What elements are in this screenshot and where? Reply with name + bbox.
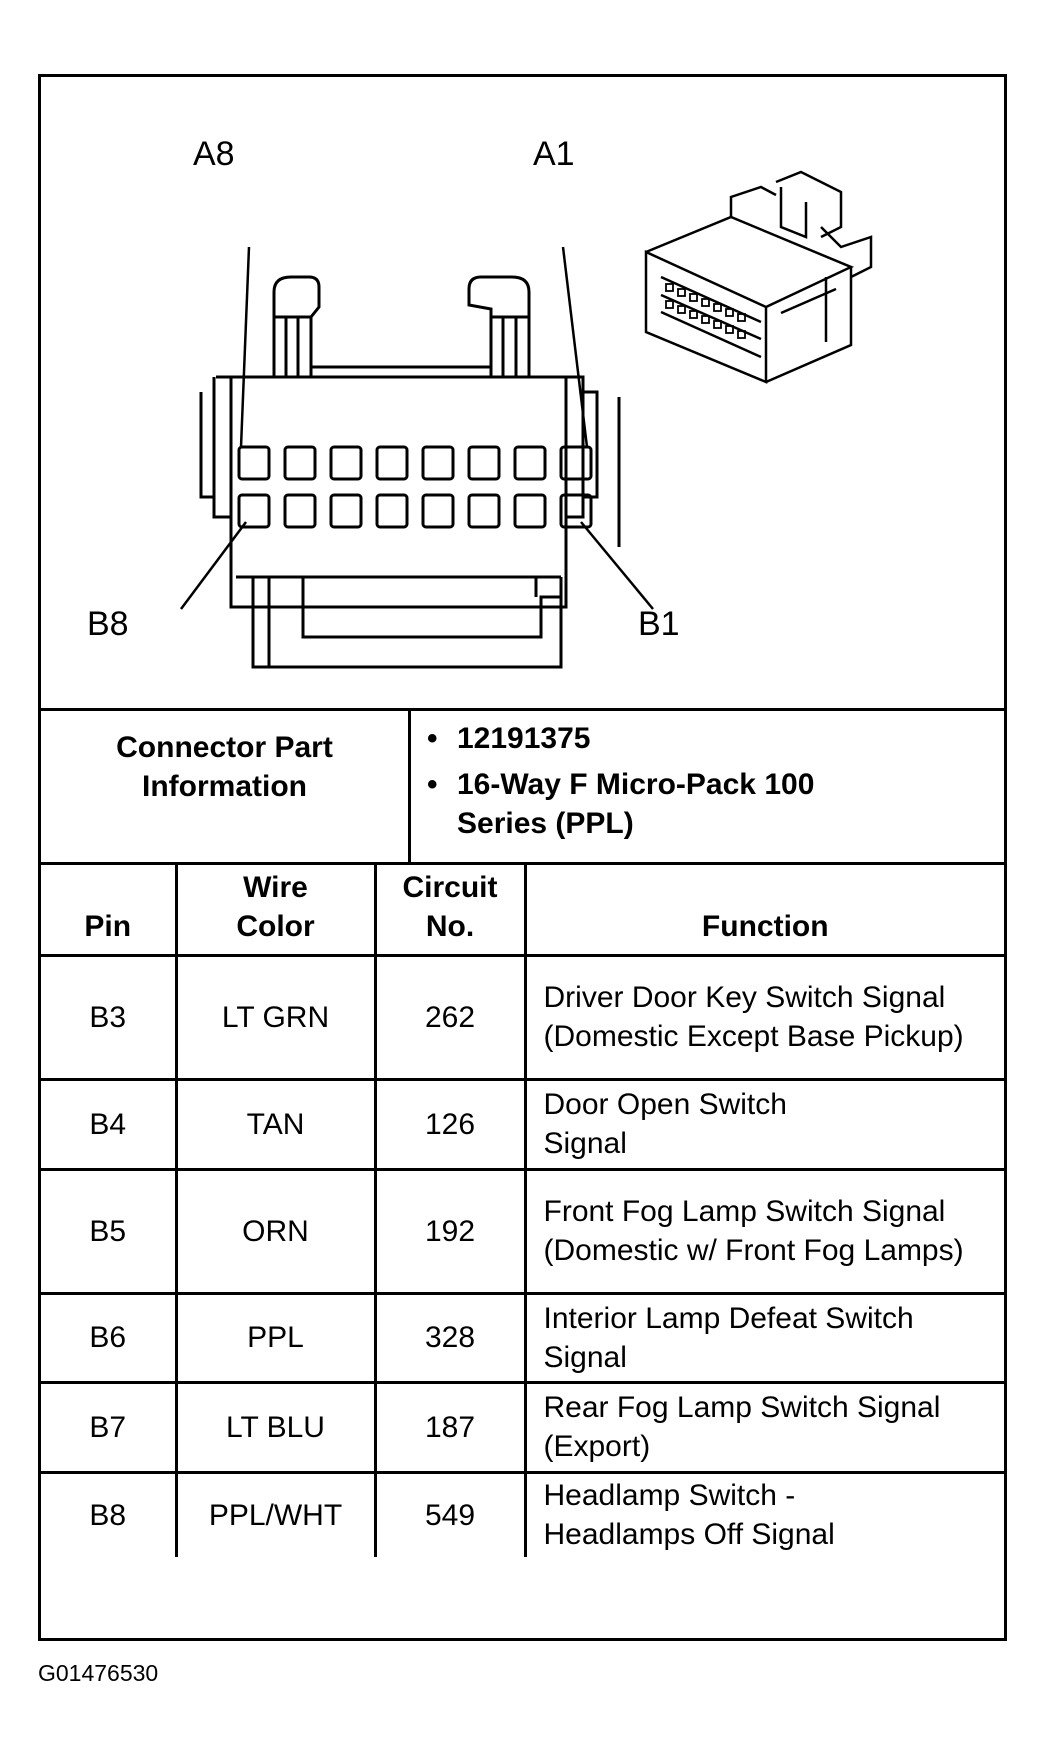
connector-face-drawing (179, 170, 873, 669)
wire-color-cell: TAN (174, 1077, 377, 1171)
pin-cell: B7 (41, 1380, 178, 1474)
part-number: 12191375 (457, 722, 591, 755)
header-wire-color: Wire Color (174, 865, 377, 957)
housing-outline (229, 375, 568, 609)
circuit-cell: 126 (373, 1077, 527, 1171)
info-label-text: Connector Part Information (116, 730, 333, 803)
reference-code: G01476530 (38, 1660, 159, 1686)
table-row: B5 ORN 192 Front Fog Lamp Switch Signal … (41, 1167, 1004, 1295)
circuit-cell: 328 (373, 1291, 527, 1384)
label-b1: B1 (638, 605, 680, 643)
wire-color-cell: PPL (174, 1291, 377, 1384)
header-function: Function (523, 865, 1004, 957)
table-header-row: Pin Wire Color Circuit No. Function (41, 865, 1004, 957)
table-row: B7 LT BLU 187 Rear Fog Lamp Switch Signa… (41, 1380, 1004, 1474)
pin-cavities (237, 445, 593, 529)
label-b8: B8 (87, 605, 129, 643)
info-values: • 12191375 • 16-Way F Micro-Pack 100 Ser… (411, 711, 1004, 862)
pin-cell: B3 (41, 953, 178, 1081)
table-row: B4 TAN 126 Door Open Switch Signal (41, 1077, 1004, 1171)
pin-cell: B8 (41, 1470, 178, 1557)
function-cell: Door Open Switch Signal (523, 1077, 1004, 1171)
function-cell: Interior Lamp Defeat Switch Signal (523, 1291, 1004, 1384)
connector-sheet: A8 A1 B8 B1 Connector Part Information •… (38, 74, 1007, 1641)
function-cell: Rear Fog Lamp Switch Signal (Export) (523, 1380, 1004, 1474)
table-row: B3 LT GRN 262 Driver Door Key Switch Sig… (41, 953, 1004, 1081)
connector-diagram: A8 A1 B8 B1 (41, 77, 1004, 711)
circuit-cell: 192 (373, 1167, 527, 1295)
circuit-cell: 549 (373, 1470, 527, 1557)
table-row: B6 PPL 328 Interior Lamp Defeat Switch S… (41, 1291, 1004, 1384)
pin-table: Pin Wire Color Circuit No. Function B3 L… (41, 865, 1004, 1557)
bullet-icon: • (427, 722, 438, 755)
wire-color-cell: LT BLU (174, 1380, 377, 1474)
right-latch (467, 275, 531, 377)
leader-a8 (239, 246, 251, 448)
pin-cell: B4 (41, 1077, 178, 1171)
connector-isometric-sketch (644, 170, 873, 384)
circuit-cell: 262 (373, 953, 527, 1081)
header-pin: Pin (41, 865, 178, 957)
connector-type: 16-Way F Micro-Pack 100 Series (PPL) (457, 768, 815, 840)
header-circuit-no: Circuit No. (373, 865, 527, 957)
leader-b8 (179, 521, 248, 610)
connector-part-information: Connector Part Information • 12191375 • … (41, 711, 1004, 865)
info-item: • 16-Way F Micro-Pack 100 Series (PPL) (427, 765, 877, 843)
table-row: B8 PPL/WHT 549 Headlamp Switch - Headlam… (41, 1470, 1004, 1557)
function-cell: Driver Door Key Switch Signal (Domestic … (523, 953, 1004, 1081)
bullet-icon: • (427, 768, 438, 801)
wire-color-cell: ORN (174, 1167, 377, 1295)
left-latch (272, 275, 321, 377)
label-a1: A1 (533, 135, 575, 173)
leader-a1 (561, 246, 589, 448)
label-a8: A8 (193, 135, 235, 173)
pin-cell: B6 (41, 1291, 178, 1384)
function-cell: Front Fog Lamp Switch Signal (Domestic w… (523, 1167, 1004, 1295)
wire-color-cell: PPL/WHT (174, 1470, 377, 1557)
circuit-cell: 187 (373, 1380, 527, 1474)
info-item: • 12191375 (427, 719, 877, 758)
pin-cell: B5 (41, 1167, 178, 1295)
wire-color-cell: LT GRN (174, 953, 377, 1081)
function-cell: Headlamp Switch - Headlamps Off Signal (523, 1470, 1004, 1557)
leader-b1 (580, 521, 654, 610)
